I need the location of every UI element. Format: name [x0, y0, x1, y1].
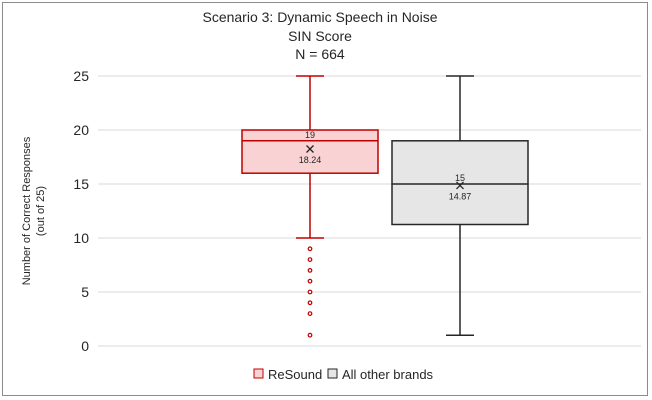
gridlines [98, 75, 641, 293]
y-tick-15: 15 [73, 176, 89, 192]
outlier-point-resound-2 [307, 268, 313, 273]
outlier-point-resound-7 [307, 332, 313, 338]
chart-title: Scenario 3: Dynamic Speech in Noise [202, 9, 437, 25]
y-tick-20: 20 [73, 122, 89, 138]
y-axis-label-sub: (out of 25) [35, 186, 47, 236]
mean-label-resound: 18.24 [299, 155, 322, 165]
outlier-point-resound-4 [307, 289, 313, 295]
y-tick-labels: 0 5 10 15 20 25 [73, 68, 89, 354]
outlier-point-resound-1 [307, 257, 313, 263]
y-tick-0: 0 [81, 338, 89, 354]
legend: ReSound All other brands [253, 367, 434, 382]
mean-marker-resound [306, 145, 314, 153]
box-resound: 19 18.24 [241, 75, 379, 338]
y-tick-10: 10 [73, 230, 89, 246]
legend-swatch-other-brands [327, 368, 338, 379]
y-tick-25: 25 [73, 68, 89, 84]
mean-marker-other-brands [456, 181, 464, 190]
chart-frame [2, 2, 648, 396]
y-axis-label: Number of Correct Responses [21, 136, 33, 285]
box-other-brands: 15 14.87 [391, 75, 529, 336]
chart-sample-size: N = 664 [295, 46, 345, 62]
median-label-resound: 19 [305, 130, 315, 140]
outlier-point-resound-0 [307, 246, 313, 252]
iqr-box-other-brands [391, 140, 529, 226]
chart-subtitle: SIN Score [288, 28, 352, 44]
outlier-point-resound-3 [307, 278, 313, 284]
outlier-point-resound-5 [307, 300, 313, 306]
box-series: 19 18.24 15 14.87 [241, 75, 529, 338]
legend-label-resound: ReSound [268, 367, 322, 382]
y-tick-5: 5 [81, 284, 89, 300]
median-label-other-brands: 15 [455, 173, 465, 183]
outlier-point-resound-6 [307, 311, 313, 317]
legend-label-other-brands: All other brands [342, 367, 434, 382]
legend-swatch-resound [253, 368, 264, 379]
iqr-box-resound [241, 129, 379, 174]
mean-label-other-brands: 14.87 [449, 191, 472, 201]
